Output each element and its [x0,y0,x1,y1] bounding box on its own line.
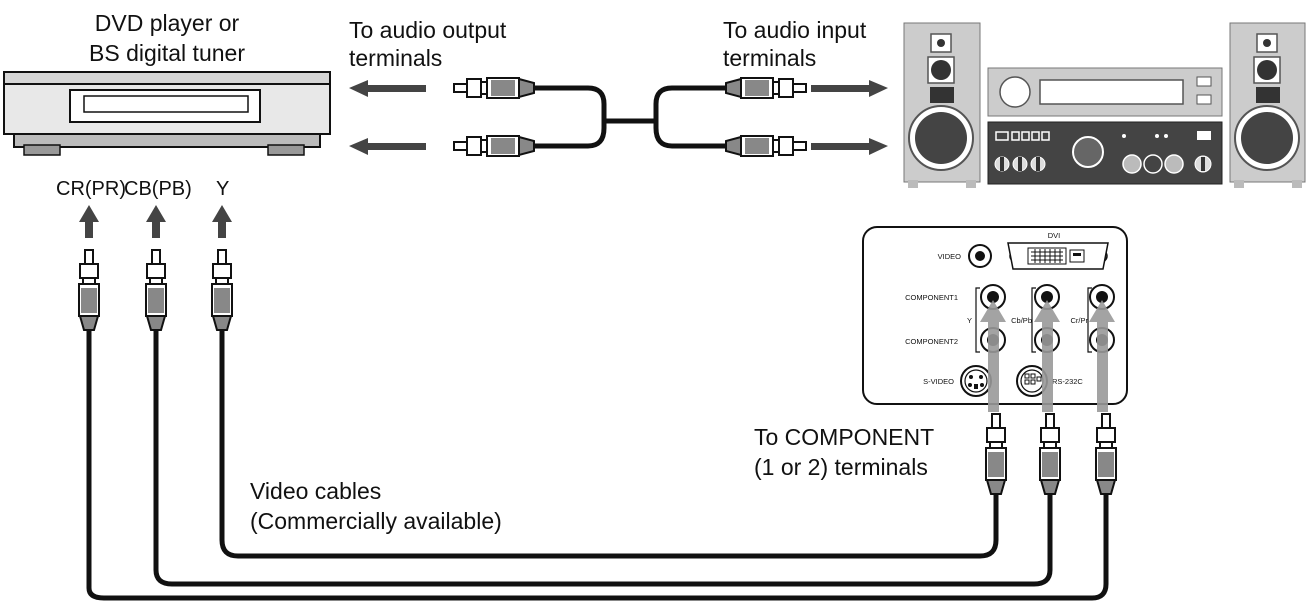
audio-tuner-icon [987,67,1223,117]
speaker-left-icon [903,22,981,188]
dvi-port-icon [1007,242,1109,270]
panel-label-dvi: DVI [1048,231,1061,240]
arrow-up-icon [79,205,99,238]
panel-label-component2: COMPONENT2 [905,337,958,346]
dvd-player-icon [3,71,331,156]
arrow-up-icon [146,205,166,238]
video-cable-lines [86,330,1109,601]
terminal-label-cr: CR(PR) [56,178,126,200]
speaker-right-icon [1229,22,1306,188]
arrow-up-icon [1034,300,1060,412]
audio-plug-icon [453,77,535,99]
terminal-label-cb: CB(PB) [124,178,192,200]
terminal-label-y: Y [216,178,229,200]
rca-plug-cr-icon [1095,413,1117,495]
audio-input-label-line1: To audio input [723,17,867,43]
audio-amplifier-icon [987,121,1223,185]
panel-label-cbpb: Cb/Pb [1011,316,1032,325]
audio-output-label-line1: To audio output [349,17,507,43]
audio-plug-icon [725,135,807,157]
component1-cr-jack-icon [1089,284,1115,310]
rca-plug-cr-icon [78,249,100,331]
audio-output-label-line2: terminals [349,45,442,71]
component-caption-line1: To COMPONENT [754,424,934,450]
component-caption-line2: (1 or 2) terminals [754,454,928,480]
audio-input-label-line2: terminals [723,45,816,71]
panel-label-video: VIDEO [938,252,962,261]
audio-cable-lines [532,85,734,149]
panel-label-svideo: S-VIDEO [923,377,954,386]
panel-label-rs232c: RS-232C [1052,377,1083,386]
rs232c-port-icon [1016,365,1048,397]
svideo-port-icon [960,365,992,397]
rca-plug-y-icon [985,413,1007,495]
rca-plug-y-icon [211,249,233,331]
video-cables-label-line2: (Commercially available) [250,508,502,534]
component-brackets [975,287,1092,353]
video-cables-label-line1: Video cables [250,478,381,504]
panel-label-y: Y [967,316,972,325]
arrow-right-icon [811,138,888,155]
source-title-line2: BS digital tuner [89,40,245,66]
video-jack-icon [968,244,992,268]
source-title-line1: DVD player or [95,10,240,36]
panel-label-component1: COMPONENT1 [905,293,958,302]
arrow-left-icon [349,138,426,155]
audio-plug-icon [453,135,535,157]
arrow-right-icon [811,80,888,97]
rca-plug-cb-icon [1039,413,1061,495]
audio-plug-icon [725,77,807,99]
rca-plug-cb-icon [145,249,167,331]
arrow-left-icon [349,80,426,97]
arrow-up-icon [1089,300,1115,412]
arrow-up-icon [212,205,232,238]
arrow-up-icon [980,300,1006,412]
panel-label-crpr: Cr/Pr [1071,316,1089,325]
